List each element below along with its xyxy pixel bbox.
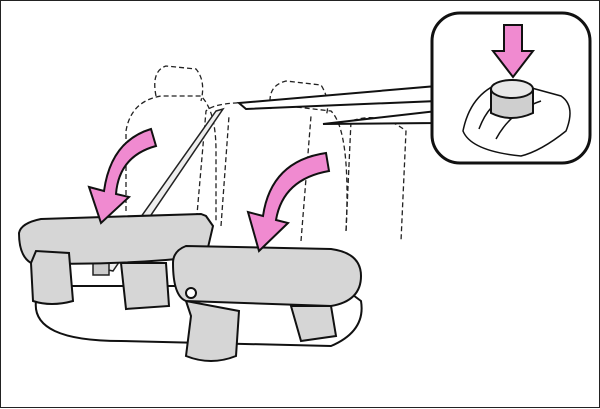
left-seatback-folded — [17, 212, 215, 311]
left-fold-arrow — [87, 127, 158, 225]
fold-arrows — [87, 127, 331, 253]
right-fold-arrow — [246, 151, 331, 253]
right-seatback-folded — [171, 244, 363, 362]
callout-lines — [236, 84, 438, 125]
inset-detail — [430, 11, 592, 165]
push-down-arrow-icon — [490, 24, 536, 79]
release-knob — [490, 79, 534, 119]
